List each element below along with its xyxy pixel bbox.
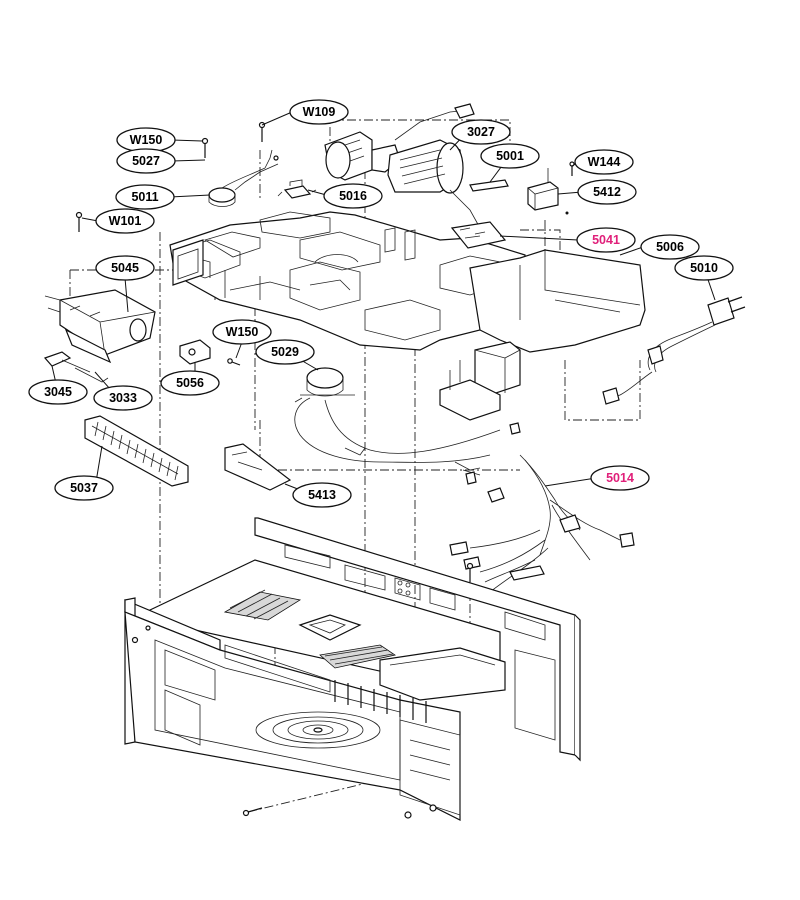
callout-W101: W101 <box>95 208 155 234</box>
wire-harness-5014 <box>449 454 635 593</box>
svg-text:W150: W150 <box>130 133 163 147</box>
svg-text:5045: 5045 <box>111 261 139 275</box>
callout-5045: 5045 <box>95 255 155 281</box>
callout-W150-top: W150 <box>116 127 176 153</box>
svg-text:5056: 5056 <box>176 376 204 390</box>
callout-W150-mid: W150 <box>212 319 272 345</box>
callout-3033: 3033 <box>93 385 153 411</box>
callout-5412: 5412 <box>577 179 637 205</box>
callout-5041: 5041 <box>576 227 636 253</box>
callout-3027: 3027 <box>451 119 511 145</box>
callout-5011: 5011 <box>115 184 175 210</box>
callout-5001: 5001 <box>480 143 540 169</box>
vent-grille-part <box>84 415 189 487</box>
callout-5056: 5056 <box>160 370 220 396</box>
thermostat-parts <box>75 121 575 232</box>
svg-text:W150: W150 <box>226 325 259 339</box>
svg-text:W144: W144 <box>588 155 621 169</box>
callout-5037: 5037 <box>54 475 114 501</box>
oven-cavity-chassis <box>124 517 581 821</box>
callout-W144: W144 <box>574 149 634 175</box>
svg-text:5001: 5001 <box>496 149 524 163</box>
sensor-bar-part <box>469 179 509 192</box>
fan-motor-assembly <box>324 103 481 229</box>
callout-5413: 5413 <box>292 482 352 508</box>
svg-text:5412: 5412 <box>593 185 621 199</box>
svg-text:5006: 5006 <box>656 240 684 254</box>
svg-text:5010: 5010 <box>690 261 718 275</box>
svg-text:3027: 3027 <box>467 125 495 139</box>
callout-5027: 5027 <box>116 148 176 174</box>
svg-text:3045: 3045 <box>44 385 72 399</box>
callout-5006: 5006 <box>640 234 700 260</box>
svg-text:5037: 5037 <box>70 481 98 495</box>
callout-5014: 5014 <box>590 465 650 491</box>
svg-text:5029: 5029 <box>271 345 299 359</box>
control-pcb-part <box>450 221 507 249</box>
svg-text:W101: W101 <box>109 214 142 228</box>
stirrer-motor-wiring <box>294 367 521 471</box>
callout-3045: 3045 <box>28 379 88 405</box>
callout-5029: 5029 <box>255 339 315 365</box>
callout-5010: 5010 <box>674 255 734 281</box>
power-cord-part <box>602 296 746 405</box>
svg-text:5014: 5014 <box>606 471 634 485</box>
svg-text:5041: 5041 <box>592 233 620 247</box>
callout-W109: W109 <box>289 99 349 125</box>
glass-panel-part <box>224 443 292 491</box>
lamp-housing-assembly <box>43 289 241 383</box>
svg-text:5016: 5016 <box>339 189 367 203</box>
svg-text:3033: 3033 <box>109 391 137 405</box>
top-air-guide-assembly <box>169 211 646 421</box>
svg-text:5011: 5011 <box>131 190 158 204</box>
svg-text:5027: 5027 <box>132 154 160 168</box>
svg-text:W109: W109 <box>303 105 336 119</box>
svg-text:5413: 5413 <box>308 488 336 502</box>
relay-box-part <box>527 168 569 215</box>
callout-5016: 5016 <box>323 183 383 209</box>
